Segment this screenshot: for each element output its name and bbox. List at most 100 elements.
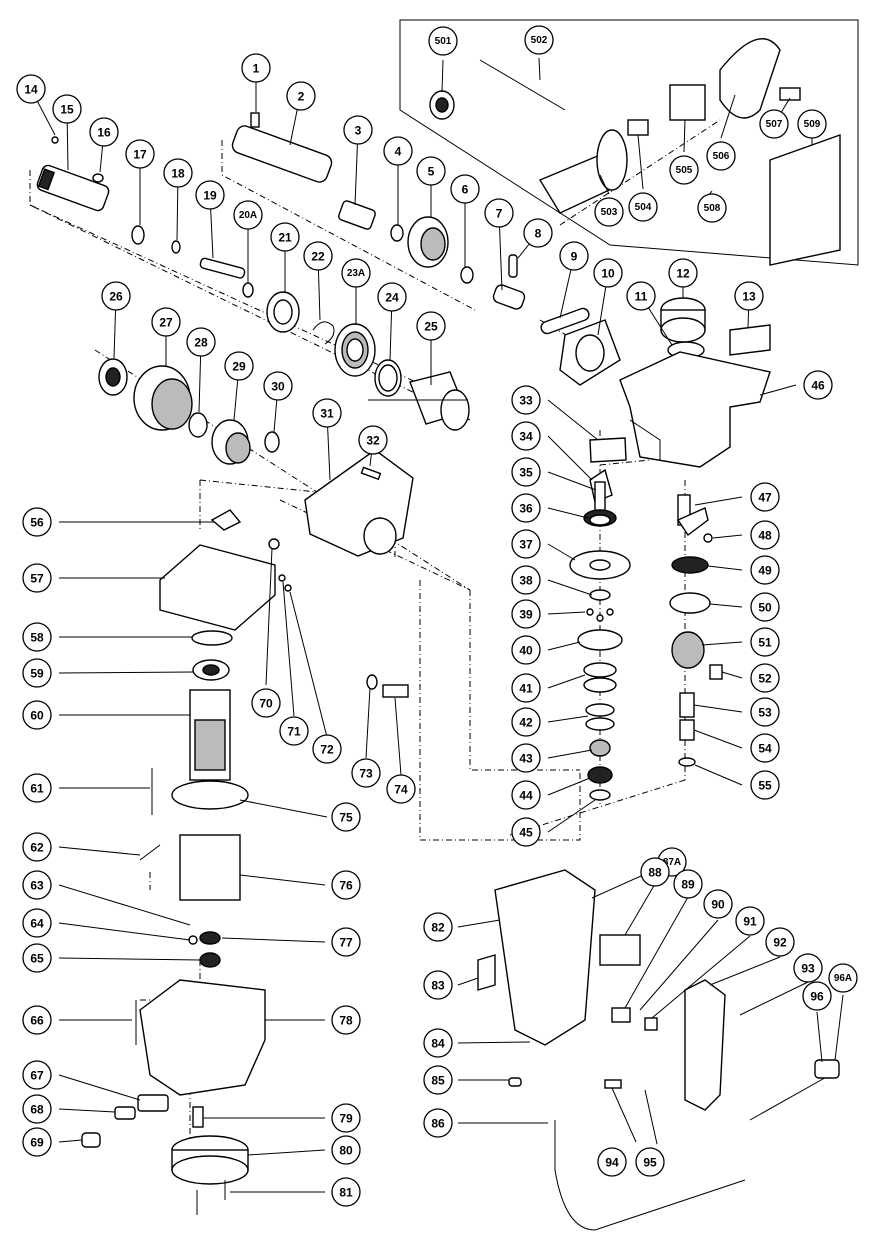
label-circle [351,758,381,788]
part-label-96: 96 [802,981,832,1011]
part-label-76: 76 [331,870,361,900]
label-number: 9 [571,250,578,264]
label-number: 33 [519,394,533,408]
part-label-82: 82 [423,912,453,942]
label-number: 96 [810,990,824,1004]
label-circle [803,370,833,400]
part-label-73: 73 [351,758,381,788]
label-circle [312,398,342,428]
label-number: 55 [758,779,772,793]
part-label-32: 32 [358,425,388,455]
label-number: 81 [339,1186,353,1200]
part-label-3: 3 [343,115,373,145]
label-number: 27 [159,316,173,330]
label-number: 25 [424,320,438,334]
label-circle [697,193,727,223]
label-circle [331,802,361,832]
label-circle [241,53,271,83]
label-circle [101,281,131,311]
part-label-35: 35 [511,457,541,487]
label-circle [331,1135,361,1165]
part-label-72: 72 [312,734,342,764]
part-label-85: 85 [423,1065,453,1095]
label-number: 506 [713,151,730,162]
label-circle [511,385,541,415]
label-number: 16 [97,126,111,140]
accessory-box-frame [399,19,859,266]
label-circle [331,1005,361,1035]
label-number: 18 [171,167,185,181]
label-circle [151,307,181,337]
label-circle [22,1127,52,1157]
label-number: 80 [339,1144,353,1158]
label-circle [750,555,780,585]
part-label-29: 29 [224,351,254,381]
label-number: 503 [601,207,618,218]
label-circle [797,109,827,139]
label-circle [511,421,541,451]
part-label-4: 4 [383,136,413,166]
label-number: 88 [648,866,662,880]
part-label-5: 5 [416,156,446,186]
part-label-89: 89 [673,869,703,899]
part-label-40: 40 [511,635,541,665]
label-number: 6 [462,183,469,197]
part-label-44: 44 [511,780,541,810]
label-number: 74 [394,783,408,797]
part-label-95: 95 [635,1147,665,1177]
label-number: 91 [743,915,757,929]
part-label-64: 64 [22,908,52,938]
part-label-80: 80 [331,1135,361,1165]
label-circle [750,697,780,727]
label-number: 22 [311,250,325,264]
part-label-24: 24 [377,282,407,312]
label-circle [706,141,736,171]
part-label-34: 34 [511,421,541,451]
part-label-23a: 23A [341,258,371,288]
label-number: 13 [742,290,756,304]
label-number: 92 [773,936,787,950]
part-label-90: 90 [703,889,733,919]
label-number: 508 [704,203,721,214]
part-label-52: 52 [750,663,780,693]
part-label-61: 61 [22,773,52,803]
label-number: 73 [359,767,373,781]
part-label-51: 51 [750,627,780,657]
label-number: 40 [519,644,533,658]
part-label-46: 46 [803,370,833,400]
part-label-6: 6 [450,174,480,204]
label-circle [511,780,541,810]
label-circle [511,707,541,737]
part-label-56: 56 [22,507,52,537]
label-circle [386,774,416,804]
label-number: 2 [298,90,305,104]
label-circle [734,281,764,311]
label-circle [423,970,453,1000]
label-number: 63 [30,879,44,893]
label-circle [423,1028,453,1058]
part-shapes [36,38,841,1231]
part-label-88: 88 [640,857,670,887]
label-number: 49 [758,564,772,578]
label-circle [484,198,514,228]
part-label-31: 31 [312,398,342,428]
part-label-2: 2 [286,81,316,111]
label-circle [511,599,541,629]
part-label-67: 67 [22,1060,52,1090]
label-circle [765,927,795,957]
label-circle [22,658,52,688]
label-number: 77 [339,936,353,950]
label-circle [16,74,46,104]
label-number: 504 [635,202,652,213]
label-number: 7 [496,207,503,221]
label-number: 39 [519,608,533,622]
label-number: 82 [431,921,445,935]
label-circle [828,963,858,993]
label-circle [735,906,765,936]
part-label-79: 79 [331,1103,361,1133]
label-circle [22,908,52,938]
label-circle [341,258,371,288]
label-circle [523,218,553,248]
part-label-78: 78 [331,1005,361,1035]
